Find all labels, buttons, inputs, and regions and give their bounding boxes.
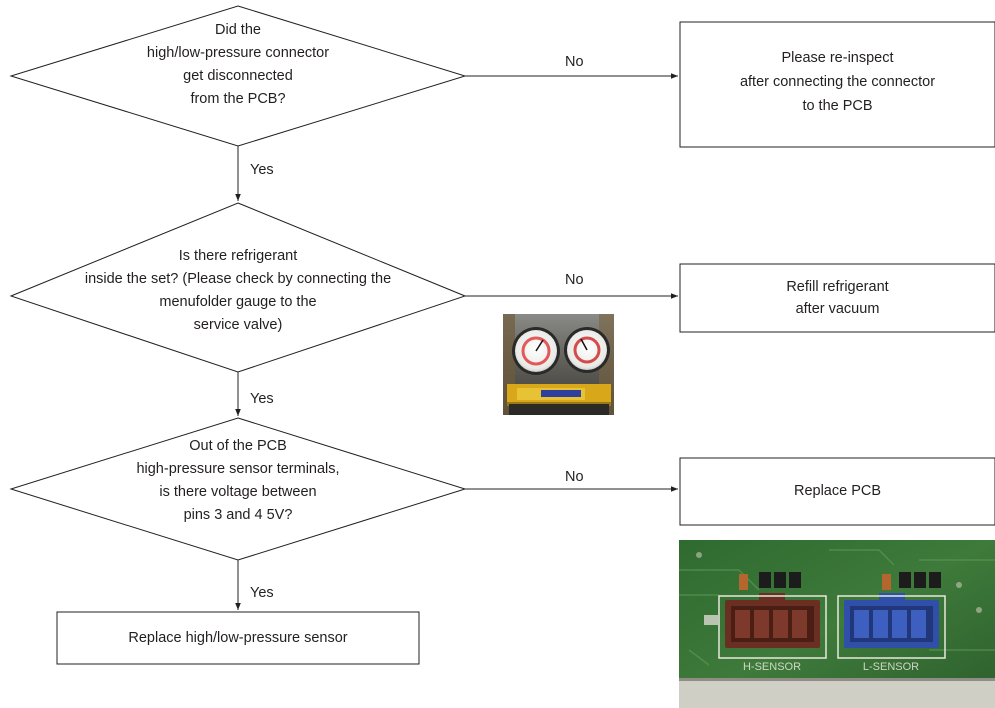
pcb-sensor-photo: H-SENSOR L-SENSOR — [679, 540, 995, 708]
action-text-2: Refill refrigerant after vacuum — [680, 276, 995, 320]
action-box-1 — [679, 21, 995, 148]
decision-text-1: Did the high/low-pressure connector get … — [38, 19, 438, 111]
action-2-line-1: Refill refrigerant — [786, 279, 889, 295]
decision-2-line-1: Is there refrigerant — [178, 248, 298, 264]
decision-2-line-2: inside the set? (Please check by connect… — [84, 271, 392, 287]
action-box-4 — [56, 611, 420, 665]
decision-text-2: Is there refrigerant inside the set? (Pl… — [18, 245, 458, 337]
decision-3-line-1: Out of the PCB — [189, 438, 287, 454]
action-4-line-1: Replace high/low-pressure sensor — [128, 630, 348, 646]
no-label-1: No — [565, 54, 584, 70]
decision-2-line-4: service valve) — [193, 317, 283, 333]
decision-1-line-4: from the PCB? — [190, 91, 286, 107]
action-text-4: Replace high/low-pressure sensor — [57, 627, 419, 650]
action-1-line-2: after connecting the connector — [739, 74, 936, 90]
decision-1-line-1: Did the — [215, 22, 261, 38]
yes-label-1: Yes — [250, 162, 274, 178]
no-label-3: No — [565, 469, 584, 485]
action-box-2 — [679, 263, 995, 333]
action-text-1: Please re-inspect after connecting the c… — [680, 46, 995, 118]
action-1-line-3: to the PCB — [802, 98, 873, 114]
action-1-line-1: Please re-inspect — [781, 50, 894, 66]
decision-3-line-4: pins 3 and 4 5V? — [183, 507, 293, 523]
decision-1-line-3: get disconnected — [183, 68, 293, 84]
action-3-line-1: Replace PCB — [793, 483, 882, 499]
action-text-3: Replace PCB — [680, 480, 995, 503]
yes-label-3: Yes — [250, 585, 274, 601]
decision-2-line-3: menufolder gauge to the — [159, 294, 317, 310]
decision-3-line-2: high-pressure sensor terminals, — [136, 461, 340, 477]
yes-label-2: Yes — [250, 391, 274, 407]
action-2-line-2: after vacuum — [795, 301, 880, 317]
pcb-label-h-sensor: H-SENSOR — [743, 661, 801, 673]
pcb-label-l-sensor: L-SENSOR — [863, 661, 919, 673]
no-label-2: No — [565, 272, 584, 288]
manifold-gauge-photo — [503, 314, 614, 415]
decision-3-line-3: is there voltage between — [159, 484, 317, 500]
action-box-3 — [679, 457, 995, 526]
decision-text-3: Out of the PCB high-pressure sensor term… — [38, 435, 438, 527]
decision-1-line-2: high/low-pressure connector — [146, 45, 330, 61]
